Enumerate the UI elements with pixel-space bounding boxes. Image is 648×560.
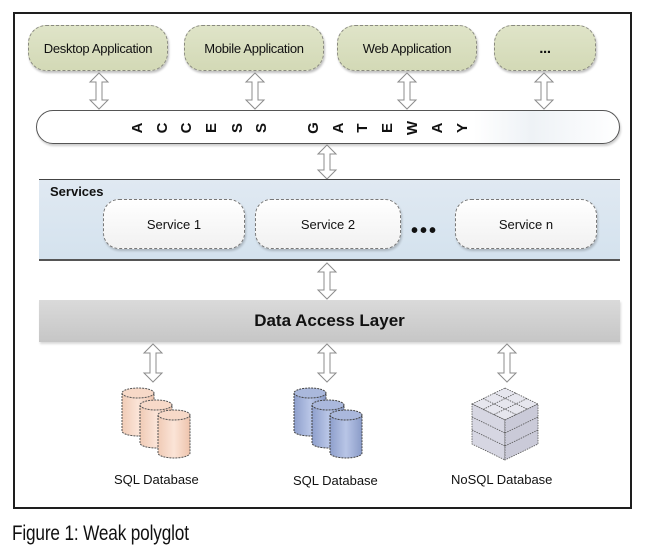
- database-label: NoSQL Database: [451, 472, 553, 487]
- gateway-letter: W: [404, 120, 421, 136]
- double-arrow-icon: [244, 72, 266, 110]
- double-arrow-icon: [316, 262, 338, 300]
- client-label: ...: [539, 39, 551, 57]
- gateway-letter: A: [429, 122, 446, 134]
- double-arrow-icon: [533, 72, 555, 110]
- gateway-letter: C: [154, 122, 171, 134]
- services-layer: Services Service 1 Service 2 ••• Service…: [39, 179, 620, 261]
- service-label: Service 2: [300, 216, 356, 232]
- client-label: Desktop Application: [43, 40, 153, 56]
- gateway-letter: A: [330, 122, 347, 134]
- nosql-cube-icon: [471, 387, 539, 461]
- double-arrow-icon: [88, 72, 110, 110]
- gateway-letter: Y: [454, 123, 471, 134]
- gateway-letter: T: [354, 123, 371, 133]
- client-mobile-application: Mobile Application: [184, 25, 324, 71]
- gateway-letter: S: [229, 123, 246, 134]
- gateway-letter: E: [203, 123, 220, 134]
- services-ellipsis: •••: [411, 220, 439, 242]
- services-title: Services: [50, 184, 104, 199]
- gateway-letter: S: [253, 123, 270, 134]
- double-arrow-icon: [142, 343, 164, 383]
- client-desktop-application: Desktop Application: [28, 25, 168, 71]
- access-gateway: A C C E S S G A T E W A Y: [36, 110, 620, 144]
- data-access-layer-label: Data Access Layer: [254, 311, 405, 330]
- double-arrow-icon: [396, 72, 418, 110]
- double-arrow-icon: [316, 343, 338, 383]
- gateway-letter: G: [305, 122, 322, 134]
- database-label: SQL Database: [293, 473, 378, 488]
- client-label: Web Application: [362, 40, 452, 56]
- database-cylinders-icon: [293, 387, 363, 459]
- double-arrow-icon: [496, 343, 518, 383]
- database-cylinders-icon: [121, 387, 191, 459]
- data-access-layer: Data Access Layer: [39, 300, 620, 342]
- figure-caption: Figure 1: Weak polyglot: [12, 522, 189, 545]
- client-more: ...: [494, 25, 596, 71]
- gateway-letter: C: [178, 122, 195, 134]
- gateway-letter: E: [379, 123, 396, 134]
- service-2: Service 2: [255, 199, 401, 249]
- service-label: Service 1: [146, 216, 202, 232]
- client-web-application: Web Application: [337, 25, 477, 71]
- service-1: Service 1: [103, 199, 245, 249]
- service-label: Service n: [498, 216, 554, 232]
- service-n: Service n: [455, 199, 597, 249]
- client-label: Mobile Application: [204, 40, 304, 56]
- database-label: SQL Database: [114, 472, 199, 487]
- double-arrow-icon: [316, 144, 338, 180]
- gateway-letter: A: [129, 122, 146, 134]
